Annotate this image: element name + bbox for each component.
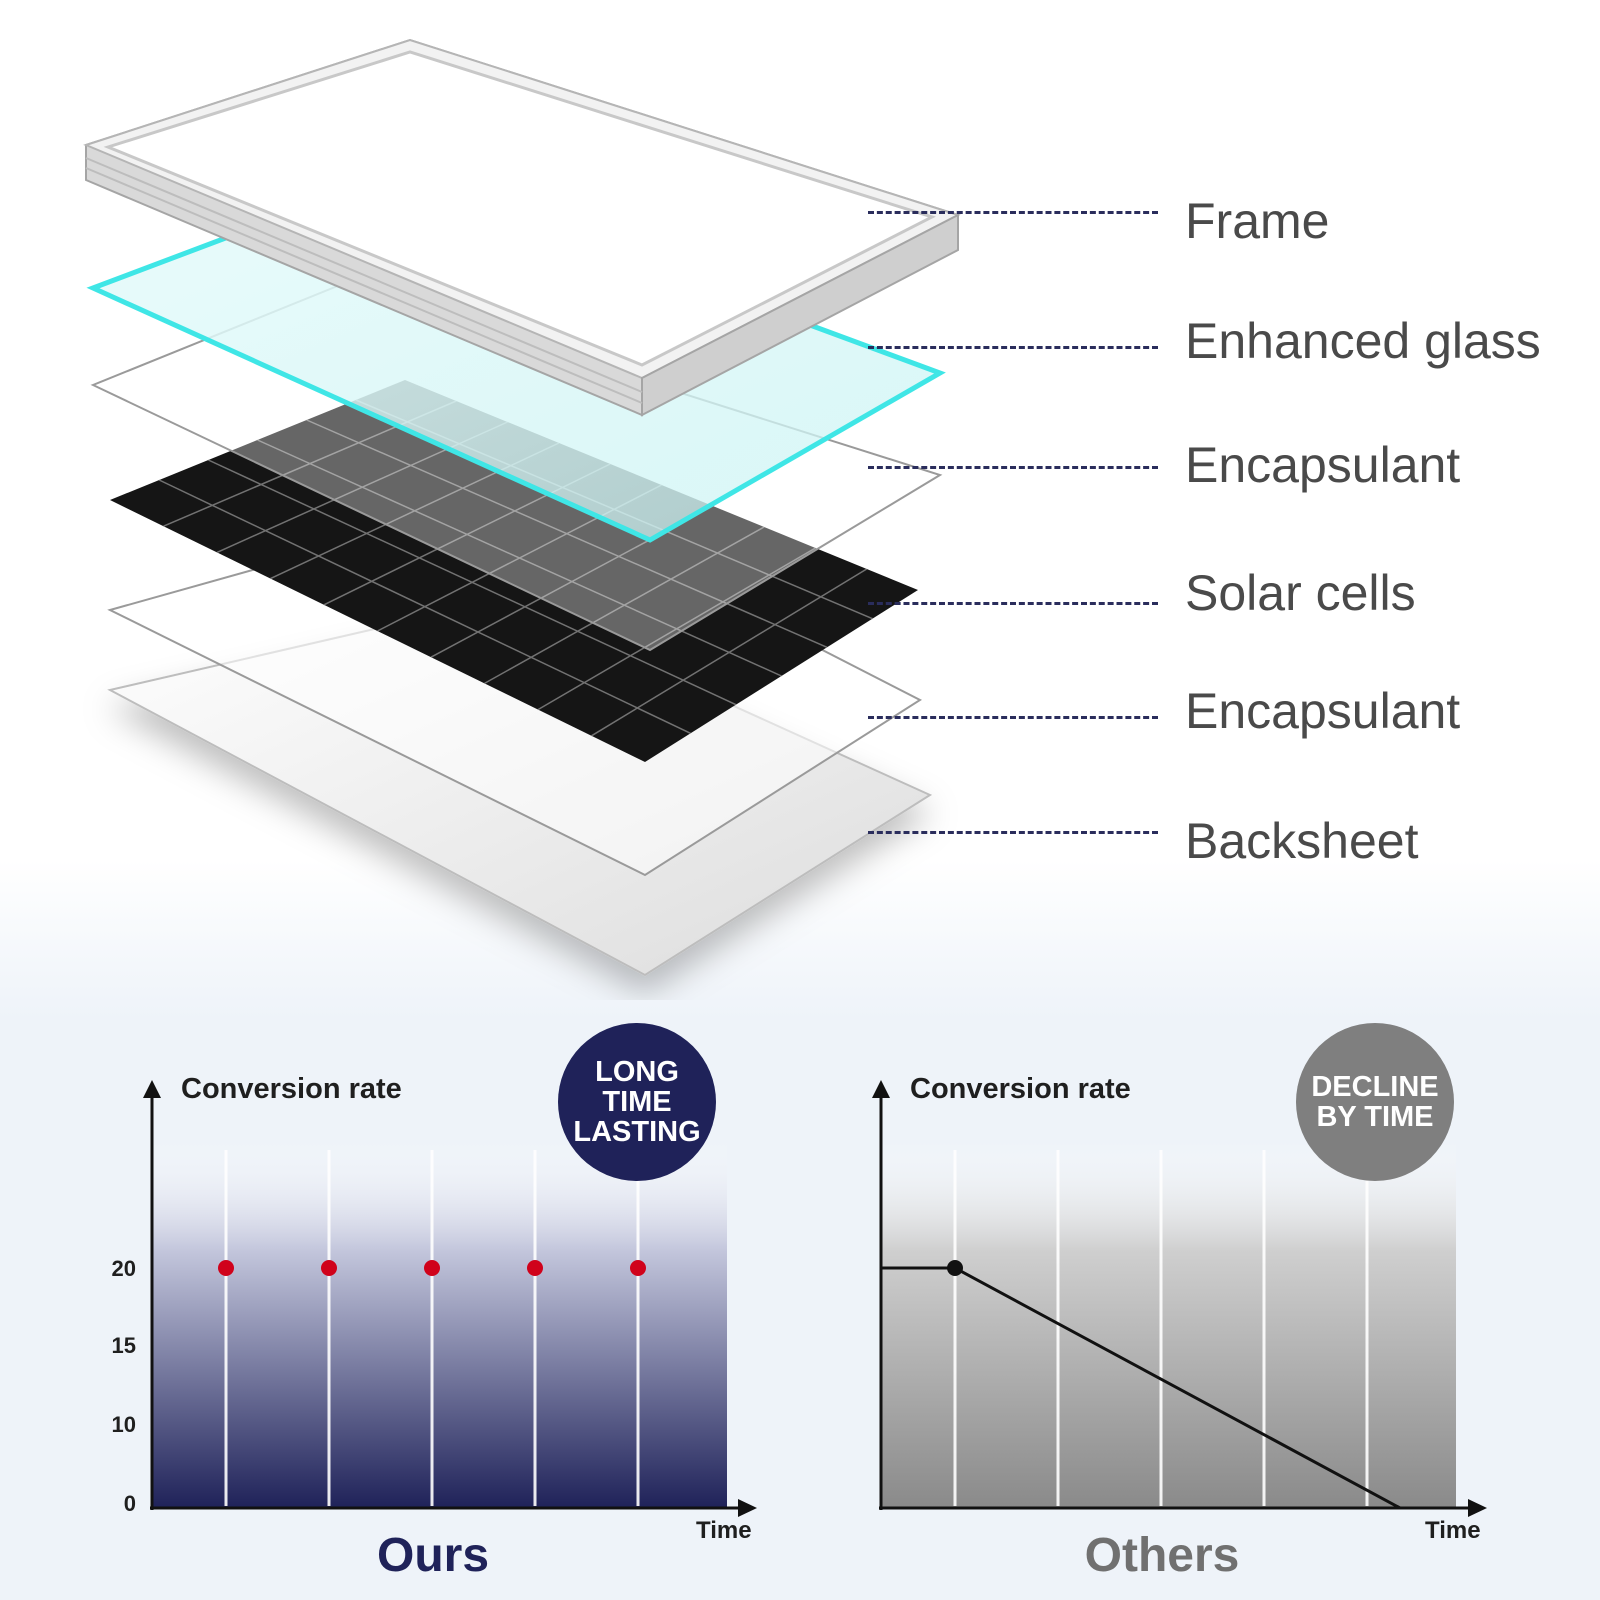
encapsulant-upper-label: Encapsulant (1185, 437, 1461, 493)
others-badge: DECLINE BY TIME (1296, 1023, 1454, 1181)
ours-ytick-15: 15 (111, 1333, 136, 1358)
ours-x-arrow (738, 1499, 757, 1517)
ours-badge: LONG TIME LASTING (558, 1023, 716, 1181)
ours-data-point (424, 1260, 440, 1276)
ours-ytick-0: 0 (123, 1491, 136, 1516)
others-y-arrow (872, 1080, 890, 1098)
solar-cells-label: Solar cells (1185, 565, 1416, 621)
frame-label: Frame (1185, 193, 1330, 249)
others-x-arrow (1468, 1499, 1487, 1517)
ours-y-arrow (143, 1080, 161, 1098)
others-chart-title: Conversion rate (910, 1073, 1131, 1105)
solar-cells-leader (868, 602, 1158, 605)
ours-data-point (321, 1260, 337, 1276)
enhanced-glass-leader (868, 346, 1158, 349)
encapsulant-lower-label: Encapsulant (1185, 683, 1461, 739)
enhanced-glass-label: Enhanced glass (1185, 313, 1541, 369)
others-data-point (947, 1260, 963, 1276)
backsheet-label: Backsheet (1185, 813, 1419, 869)
ours-plot-area (152, 1140, 727, 1508)
frame-layer (83, 38, 961, 417)
solar-panel-layers-illustration (83, 38, 961, 977)
backsheet-leader (868, 831, 1158, 834)
ours-chart-title: Conversion rate (181, 1073, 402, 1105)
others-caption: Others (1084, 1529, 1240, 1582)
chart-ours (143, 1080, 757, 1517)
cell-gridline (537, 547, 816, 711)
ours-caption: Ours (376, 1529, 490, 1582)
chart-others (872, 1080, 1487, 1517)
cell-gridline (591, 568, 868, 737)
encapsulant-lower-leader (868, 716, 1158, 719)
others-x-axis-label: Time (1425, 1517, 1481, 1544)
ours-ytick-20: 20 (111, 1256, 136, 1281)
ours-data-point (527, 1260, 543, 1276)
ours-x-axis-label: Time (696, 1517, 752, 1544)
ours-data-point (630, 1260, 646, 1276)
ours-data-point (218, 1260, 234, 1276)
cell-gridline (484, 526, 765, 685)
frame-leader (868, 211, 1158, 214)
encapsulant-upper-leader (868, 466, 1158, 469)
others-plot-area (881, 1140, 1456, 1508)
ours-ytick-10: 10 (111, 1412, 136, 1437)
